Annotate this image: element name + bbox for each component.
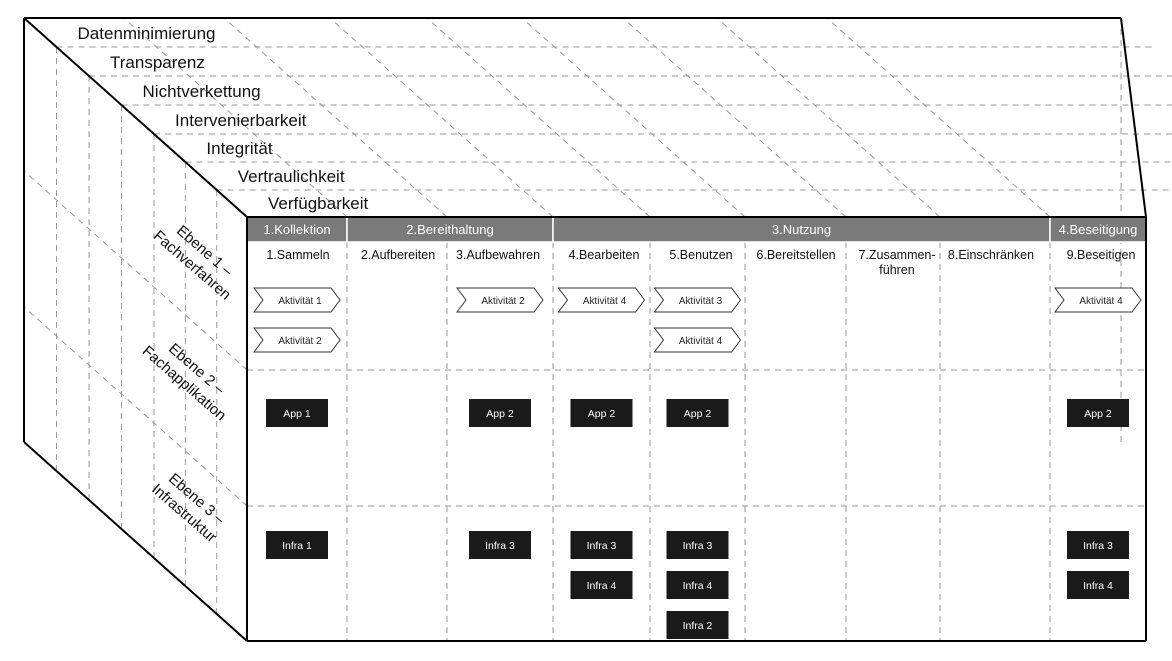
infra-box xyxy=(666,531,729,559)
step-label: 9.Beseitigen xyxy=(1067,248,1136,262)
app-box xyxy=(266,399,328,427)
cube-edge-top-left xyxy=(23,17,248,218)
infra-label: Infra 3 xyxy=(485,540,515,552)
phase-label: 4.Beseitigung xyxy=(1059,222,1138,237)
activity-label: Aktivität 2 xyxy=(481,296,525,307)
cube-edge-bottom-left xyxy=(23,441,248,642)
cube-edges xyxy=(23,17,1147,642)
activity-arrow xyxy=(1054,287,1142,313)
step-label: 7.Zusammen- xyxy=(858,248,935,262)
activity-arrow xyxy=(253,287,341,313)
infra-label: Infra 3 xyxy=(683,540,713,552)
step-label: 6.Bereitstellen xyxy=(756,248,835,262)
step-label: 2.Aufbereiten xyxy=(361,248,435,262)
activity-label: Aktivität 4 xyxy=(679,336,723,347)
activity-label: Aktivität 4 xyxy=(1079,296,1123,307)
cube-edge-top-right xyxy=(1120,17,1147,218)
top-column-diagonal xyxy=(123,17,348,218)
activity-arrow xyxy=(253,327,341,353)
top-column-diagonal xyxy=(329,17,554,218)
protection-goals: DatenminimierungTransparenzNichtverkettu… xyxy=(78,24,369,213)
activity-label: Aktivität 1 xyxy=(278,296,322,307)
goal-label: Intervenierbarkeit xyxy=(175,111,307,130)
phase-label: 1.Kollektion xyxy=(263,222,330,237)
app-label: App 2 xyxy=(588,408,616,420)
infra-box xyxy=(1067,531,1129,559)
left-row-diagonal xyxy=(23,306,248,507)
goal-label: Verfügbarkeit xyxy=(268,194,368,213)
phase-label: 3.Nutzung xyxy=(772,222,831,237)
infra-box xyxy=(666,571,729,599)
infra-box xyxy=(570,571,633,599)
app-label: App 2 xyxy=(486,408,514,420)
goal-label: Datenminimierung xyxy=(78,24,216,43)
infra-box xyxy=(570,531,633,559)
top-column-diagonal xyxy=(223,17,448,218)
infra-box xyxy=(469,531,531,559)
activity-arrow xyxy=(456,287,544,313)
infra-label: Infra 3 xyxy=(1083,540,1113,552)
top-column-diagonal xyxy=(716,17,941,218)
process-steps: 1.Sammeln 2.Aufbereiten 3.Aufbewahren 4.Bea… xyxy=(266,248,1135,277)
infra-label: Infra 4 xyxy=(587,580,617,592)
app-label: App 2 xyxy=(1084,408,1112,420)
step-label: führen xyxy=(879,263,914,277)
activity-label: Aktivität 3 xyxy=(679,296,723,307)
goal-label: Vertraulichkeit xyxy=(238,167,345,186)
infra-label: Infra 3 xyxy=(587,540,617,552)
top-column-diagonal xyxy=(622,17,847,218)
top-column-diagonal xyxy=(426,17,651,218)
left-row-diagonal xyxy=(23,170,248,371)
infra-label: Infra 4 xyxy=(1083,580,1113,592)
level-label-group: Ebene 1 –Fachverfahren xyxy=(150,222,236,303)
step-label: 3.Aufbewahren xyxy=(456,248,540,262)
step-label: 4.Bearbeiten xyxy=(569,248,640,262)
activity-arrow xyxy=(557,287,646,313)
activity-label: Aktivität 4 xyxy=(583,296,627,307)
phase-header: 1.Kollektion 2.Bereithaltung 3.Nutzung 4.Be… xyxy=(246,216,1147,243)
step-label: 1.Sammeln xyxy=(266,248,329,262)
infra-label: Infra 2 xyxy=(683,620,713,632)
activity-arrow xyxy=(653,287,742,313)
step-label: 8.Einschränken xyxy=(948,248,1034,262)
app-box xyxy=(469,399,531,427)
step-label: 5.Benutzen xyxy=(669,248,732,262)
app-box xyxy=(570,399,633,427)
goal-label: Nichtverkettung xyxy=(143,82,261,101)
top-column-diagonal xyxy=(521,17,746,218)
level-label-group: Ebene 3 –Infrastruktur xyxy=(148,470,228,546)
infra-box xyxy=(266,531,328,559)
infra-label: Infra 4 xyxy=(683,580,713,592)
infra-label: Infra 1 xyxy=(282,540,312,552)
items: Aktivität 1 Aktivität 2 Aktivität 2 Aktivit… xyxy=(253,287,1142,639)
infra-box xyxy=(666,611,729,639)
top-column-diagonal xyxy=(826,17,1051,218)
app-box xyxy=(1067,399,1129,427)
phase-label: 2.Bereithaltung xyxy=(406,222,493,237)
goal-label: Transparenz xyxy=(110,53,205,72)
app-box xyxy=(666,399,729,427)
activity-label: Aktivität 2 xyxy=(278,336,322,347)
goal-label: Integrität xyxy=(206,139,272,158)
activity-arrow xyxy=(653,327,742,353)
app-label: App 2 xyxy=(684,408,712,420)
infra-box xyxy=(1067,571,1129,599)
app-label: App 1 xyxy=(283,408,311,420)
